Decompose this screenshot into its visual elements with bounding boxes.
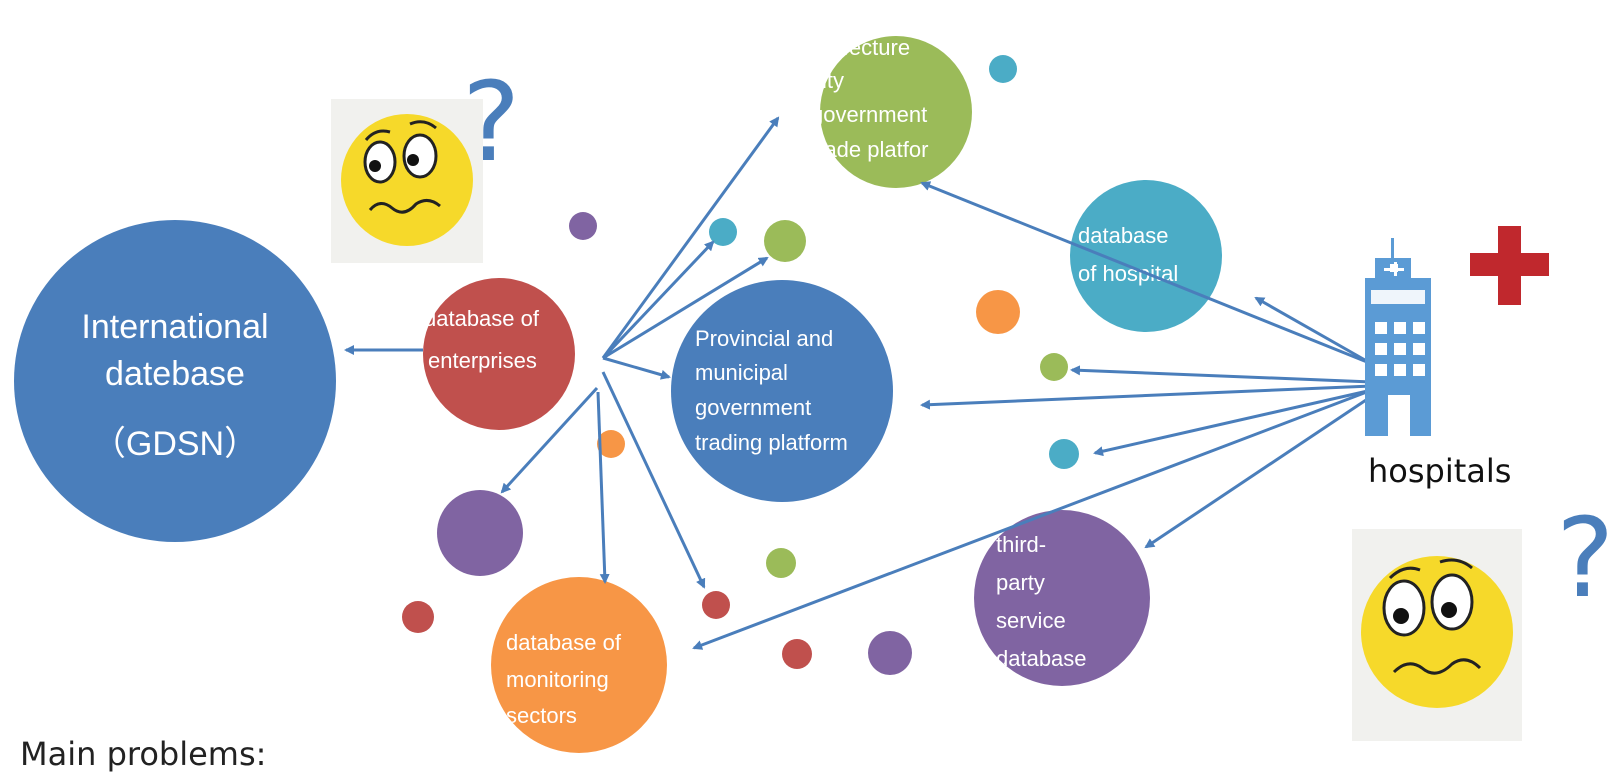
dot-purple xyxy=(437,490,523,576)
prefecture-line4: trade platfor xyxy=(811,137,928,162)
provincial-line1: Provincial and xyxy=(695,326,833,351)
provincial-line3: government xyxy=(695,395,811,420)
provincial-line4: trading platform xyxy=(695,430,848,455)
hospital-building-icon xyxy=(1365,238,1431,436)
arrow-to-provincial-from-hospital xyxy=(920,384,1373,410)
node-prefecture-platform: prefecture city government trade platfor xyxy=(811,35,972,188)
hospital-arrows xyxy=(692,181,1373,650)
enterprise-arrows xyxy=(344,116,780,589)
arrow-to-green-dot xyxy=(602,256,769,360)
red-cross-icon xyxy=(1470,226,1549,305)
dot-purple xyxy=(569,212,597,240)
node-enterprises-database: database of enterprises xyxy=(423,278,575,430)
worried-emoji-photo-left xyxy=(331,99,483,263)
hospital-db-line1: database xyxy=(1078,223,1169,248)
arrow-to-red-dot xyxy=(601,371,706,589)
third-party-line3: service xyxy=(996,608,1066,633)
international-line2: datebase xyxy=(105,355,245,393)
question-mark-right: ? xyxy=(1556,494,1614,622)
decorative-dots xyxy=(402,55,1079,675)
dot-purple xyxy=(868,631,912,675)
node-third-party-database: third- party service database xyxy=(974,510,1150,686)
worried-emoji-photo-right xyxy=(1352,529,1522,741)
arrow-to-monitoring-from-hospital xyxy=(692,388,1373,650)
dot-green xyxy=(764,220,806,262)
dot-red xyxy=(402,601,434,633)
node-international-database: International datebase （GDSN） xyxy=(14,220,336,542)
arrow-to-teal-dot-from-hospital xyxy=(1093,388,1373,457)
international-line3: （GDSN） xyxy=(92,425,258,463)
third-party-line4: database xyxy=(996,646,1087,671)
third-party-line2: party xyxy=(996,570,1045,595)
enterprises-line2: enterprises xyxy=(428,348,537,373)
monitoring-line2: monitoring xyxy=(506,667,609,692)
third-party-line1: third- xyxy=(996,532,1046,557)
dot-teal xyxy=(709,218,737,246)
international-line1: International xyxy=(81,308,268,346)
dot-teal xyxy=(989,55,1017,83)
dot-red xyxy=(782,639,812,669)
hospitals-label: hospitals xyxy=(1368,452,1512,490)
question-mark-left: ? xyxy=(462,58,520,186)
arrow-to-green-dot-from-hospital xyxy=(1070,365,1373,384)
prefecture-line3: government xyxy=(811,102,927,127)
arrow-to-monitoring xyxy=(596,391,610,584)
dot-green xyxy=(1040,353,1068,381)
monitoring-line1: database of xyxy=(506,630,622,655)
dot-green xyxy=(766,548,796,578)
provincial-line2: municipal xyxy=(695,360,788,385)
arrow-to-provincial xyxy=(602,356,671,380)
arrow-to-hospital-database xyxy=(1254,296,1373,366)
arrow-to-prefecture xyxy=(601,116,780,359)
prefecture-line1: prefecture xyxy=(811,35,910,60)
enterprises-line1: database of xyxy=(424,306,540,331)
arrow-to-prefecture-from-hospital xyxy=(920,181,1373,366)
monitoring-line3: sectors xyxy=(506,703,577,728)
arrow-to-third-party-from-hospital xyxy=(1144,394,1373,549)
dot-teal xyxy=(1049,439,1079,469)
dot-orange xyxy=(597,430,625,458)
node-provincial-platform: Provincial and municipal government trad… xyxy=(671,280,893,502)
prefecture-line2: city xyxy=(811,68,844,93)
arrow-to-purple-dot xyxy=(500,386,599,494)
main-problems-text: Main problems: xyxy=(20,735,267,773)
dot-orange xyxy=(976,290,1020,334)
arrow-to-teal-dot xyxy=(601,240,715,360)
node-hospital-database: database of hospital xyxy=(1070,180,1222,332)
dot-red xyxy=(702,591,730,619)
node-monitoring-database: database of monitoring sectors xyxy=(491,577,667,753)
